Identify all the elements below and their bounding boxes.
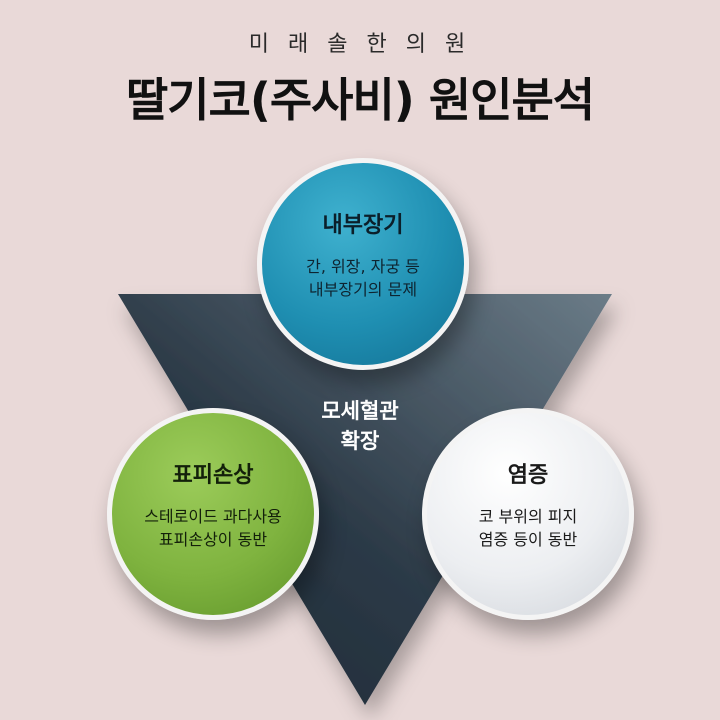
clinic-name: 미 래 솔 한 의 원 (248, 32, 472, 57)
circle-desc-line1: 코 부위의 피지 (478, 507, 578, 526)
circle-desc-line2: 내부장기의 문제 (308, 280, 418, 299)
inverted-triangle (118, 294, 612, 705)
center-label: 모세혈관 확장 (290, 396, 430, 456)
circle-internal-organs: 내부장기 간, 위장, 자궁 등 내부장기의 문제 (257, 158, 469, 370)
circle-desc-line2: 염증 등이 동반 (478, 530, 578, 549)
circle-desc-line1: 간, 위장, 자궁 등 (306, 257, 420, 276)
circle-desc-line1: 스테로이드 과다사용 (144, 507, 282, 526)
circle-inflammation: 염증 코 부위의 피지 염증 등이 동반 (422, 408, 634, 620)
circle-heading: 표피손상 (172, 463, 254, 488)
circle-heading: 내부장기 (322, 213, 404, 238)
circle-heading: 염증 (507, 463, 549, 488)
page-title: 딸기코(주사비) 원인분석 (125, 73, 595, 127)
center-label-line2: 확장 (340, 429, 380, 453)
center-label-line1: 모세혈관 (321, 399, 399, 423)
circle-description: 코 부위의 피지 염증 등이 동반 (479, 505, 578, 551)
circle-desc-line2: 표피손상이 동반 (158, 530, 268, 549)
circle-skin-damage: 표피손상 스테로이드 과다사용 표피손상이 동반 (107, 408, 319, 620)
circle-description: 간, 위장, 자궁 등 내부장기의 문제 (306, 255, 420, 301)
circle-description: 스테로이드 과다사용 표피손상이 동반 (144, 505, 282, 551)
